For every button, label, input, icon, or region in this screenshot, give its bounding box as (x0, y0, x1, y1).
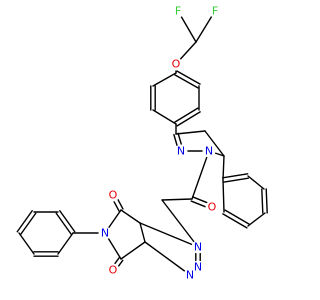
atom-bg-N1 (174, 144, 188, 158)
single-bond-Cj1-Cj2 (139, 222, 146, 243)
atom-label-n: N (101, 227, 109, 240)
atom-bg-O1 (169, 57, 183, 71)
single-bond-C5-p1 (222, 155, 225, 181)
double-bond-a3-a4 (174, 107, 199, 123)
double-bond-p5-p6-b (222, 213, 248, 229)
double-bond-p1-p2 (222, 177, 250, 183)
single-bond-Cco-CH2 (161, 198, 193, 201)
atom-bg-O4 (106, 263, 120, 277)
atom-bg-N6 (183, 268, 197, 282)
single-bond-N2-Cco (191, 150, 210, 200)
single-bond-CH2-N4 (161, 199, 199, 248)
atom-label-o: O (109, 264, 118, 277)
atom-bg-O3 (106, 188, 120, 202)
single-bond-p6-p1 (222, 179, 225, 213)
double-bond-a1-a2-b (176, 70, 201, 85)
single-bond-a6-a1 (152, 72, 177, 87)
double-bond-a3-a4-b (176, 111, 201, 127)
double-bond-p1-p2-b (221, 173, 249, 179)
atom-label-n: N (177, 145, 185, 158)
double-bond-q1-q2 (59, 210, 76, 233)
atom-bg-F1 (171, 4, 185, 18)
single-bond-Cd2-Cj2 (120, 241, 146, 260)
atom-label-o: O (172, 58, 181, 71)
single-bond-C4-C5 (204, 130, 225, 157)
single-bond-Cd1-Cj1 (120, 209, 141, 224)
atom-label-o: O (208, 201, 217, 214)
single-bond-p2-p3 (247, 175, 265, 190)
atom-label-f: F (212, 5, 218, 18)
atom-label-n: N (205, 145, 213, 158)
single-bond-Cj1-N4 (139, 222, 199, 248)
atom-bg-N3 (98, 226, 112, 240)
single-bond-q6-q1 (57, 232, 74, 255)
atom-bg-N4 (191, 240, 205, 254)
atom-label-n: N (194, 261, 202, 274)
atom-label-n: N (194, 241, 202, 254)
atom-label-o: O (109, 189, 118, 202)
double-bond-p3-p4 (261, 188, 264, 214)
single-bond-a4-a5 (152, 109, 177, 125)
atom-bg-N5 (191, 260, 205, 274)
atom-label-f: F (175, 5, 181, 18)
single-bond-N6-Cj2 (144, 241, 191, 276)
atom-bg-N2 (202, 144, 216, 158)
bond-layer (16, 10, 268, 276)
double-bond-q3-q4 (16, 210, 33, 233)
double-bond-q1-q2-b (55, 212, 72, 235)
single-bond-q4-q5 (18, 232, 35, 255)
double-bond-q3-q4-b (20, 212, 37, 235)
atom-label-n: N (186, 269, 194, 282)
atom-bg-F2 (208, 4, 222, 18)
double-bond-p5-p6 (224, 209, 250, 225)
atom-bg-O2 (205, 200, 219, 214)
double-bond-p3-p4-b (265, 188, 268, 214)
single-bond-C3-C4 (175, 130, 206, 135)
single-bond-p4-p5 (247, 212, 266, 227)
double-bond-a1-a2 (174, 74, 199, 89)
